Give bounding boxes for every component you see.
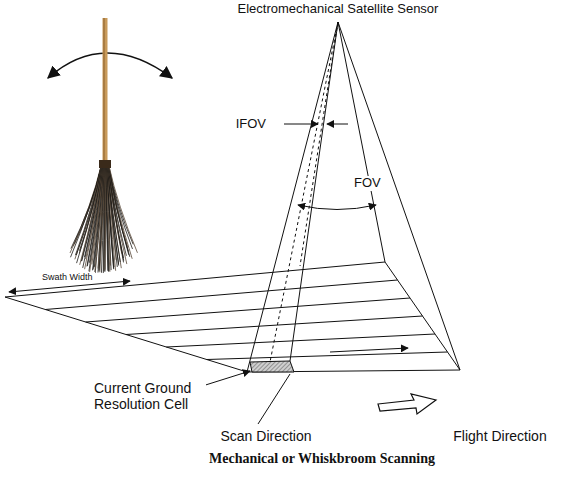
fov-label: FOV bbox=[352, 176, 383, 191]
fov-edge bbox=[338, 22, 385, 262]
scan-direction-arrow bbox=[330, 348, 408, 352]
ifov-pointer bbox=[284, 124, 318, 125]
scan-direction-label: Scan Direction bbox=[218, 428, 313, 444]
swath-width-label: Swath Width bbox=[40, 272, 95, 282]
fov-edge bbox=[338, 22, 460, 370]
ground-resolution-cell bbox=[250, 361, 294, 372]
fov-arc bbox=[298, 205, 376, 210]
broom-stick-edge bbox=[104, 18, 105, 175]
brush-bristle bbox=[108, 166, 132, 259]
scan-line bbox=[166, 334, 435, 347]
brush-bristle bbox=[95, 166, 105, 273]
brush-bristle bbox=[104, 166, 105, 272]
broom-stick bbox=[103, 18, 108, 175]
sensor-label: Electromechanical Satellite Sensor bbox=[238, 2, 439, 17]
brush-bristle bbox=[99, 166, 105, 271]
ifov-edge bbox=[270, 22, 338, 362]
brush-bristle bbox=[105, 166, 107, 272]
scan-line bbox=[86, 298, 410, 322]
scan-lines bbox=[45, 280, 447, 360]
swath-width-arrow bbox=[9, 281, 130, 292]
ifov-edge bbox=[290, 22, 338, 361]
brush-bristle bbox=[100, 166, 105, 272]
ifov-label: IFOV bbox=[234, 117, 268, 132]
brush-bristle bbox=[109, 166, 137, 253]
broom-binding bbox=[99, 160, 111, 168]
flight-direction-label: Flight Direction bbox=[451, 428, 548, 444]
scan-line bbox=[45, 280, 397, 310]
brush-bristle bbox=[95, 166, 104, 273]
fov-edge bbox=[247, 22, 338, 372]
figure-caption: Mechanical or Whiskbroom Scanning bbox=[209, 451, 435, 467]
fov-hidden-edge bbox=[300, 22, 338, 266]
cell-label: Current Ground Resolution Cell bbox=[92, 380, 206, 412]
sweep-arrow bbox=[48, 53, 172, 78]
ground-swath bbox=[5, 262, 460, 372]
scan-line bbox=[126, 316, 423, 335]
ifov-pointer bbox=[327, 124, 348, 125]
broom-brush bbox=[70, 166, 137, 273]
flight-direction-arrow bbox=[378, 394, 436, 414]
scan-leader bbox=[258, 374, 290, 424]
scan-line bbox=[207, 352, 448, 360]
